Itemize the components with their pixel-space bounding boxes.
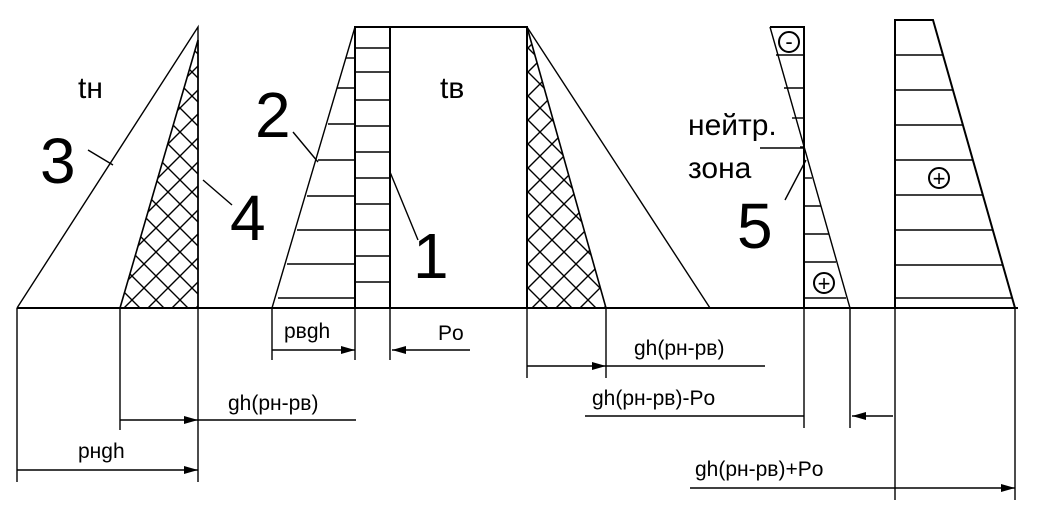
diagram-5-neutral-zone: [769, 26, 851, 309]
svg-text:рвgh: рвgh: [284, 320, 330, 343]
dim-gh-diff-minus-p0: gh(рн-рв)-Pо: [585, 387, 893, 420]
diagram-right-outer-line: [526, 26, 711, 309]
svg-text:gh(рн-рв): gh(рн-рв): [228, 392, 318, 415]
dim-gh-diff-right: gh(рн-рв): [527, 337, 765, 370]
dim-p0: Pо: [392, 322, 470, 354]
extension-lines: [16, 308, 1016, 500]
diagram-4-difference-hatch: [118, 39, 199, 309]
svg-text:gh(рн-рв)-Pо: gh(рн-рв)-Pо: [592, 387, 715, 410]
label-num-4: 4: [230, 182, 266, 254]
label-num-1: 1: [413, 220, 449, 292]
minus-sign: -: [785, 29, 792, 54]
label-num-2: 2: [255, 79, 291, 151]
diagram-2-inner-pressure: [271, 26, 356, 309]
label-neutral-line2: зона: [688, 152, 752, 185]
minus-sign-circle: [778, 31, 800, 53]
dim-gh-diff-left: gh(рн-рв): [120, 392, 356, 424]
leader-4: [202, 179, 233, 206]
plus-sign-circle-bottom: [813, 272, 835, 294]
dim-rn-gh: рнgh: [17, 440, 198, 474]
label-num-5: 5: [737, 190, 773, 262]
diagram-rightmost-sum: [894, 19, 1017, 309]
label-t-inside: tв: [440, 72, 464, 105]
leader-2: [292, 131, 319, 163]
leader-3: [87, 149, 114, 166]
leader-5: [784, 159, 807, 201]
svg-text:рнgh: рнgh: [78, 440, 125, 463]
label-neutral-line1: нейтр.: [688, 109, 777, 142]
plus-sign-circle-right: [928, 167, 950, 189]
plus-sign-right: +: [933, 166, 946, 191]
diagram-right-difference-hatch: [526, 26, 608, 309]
plus-sign-bottom: +: [818, 271, 831, 296]
dim-gh-diff-plus-p0: gh(рн-рв)+Pо: [690, 458, 1015, 492]
svg-text:gh(рн-рв): gh(рн-рв): [634, 337, 724, 360]
label-num-3: 3: [40, 125, 76, 197]
label-t-outside: tн: [78, 72, 103, 105]
leader-1: [389, 171, 419, 241]
svg-text:gh(рн-рв)+Pо: gh(рн-рв)+Pо: [695, 458, 823, 481]
svg-text:Pо: Pо: [438, 322, 464, 345]
dim-rv-gh: рвgh: [272, 320, 355, 354]
